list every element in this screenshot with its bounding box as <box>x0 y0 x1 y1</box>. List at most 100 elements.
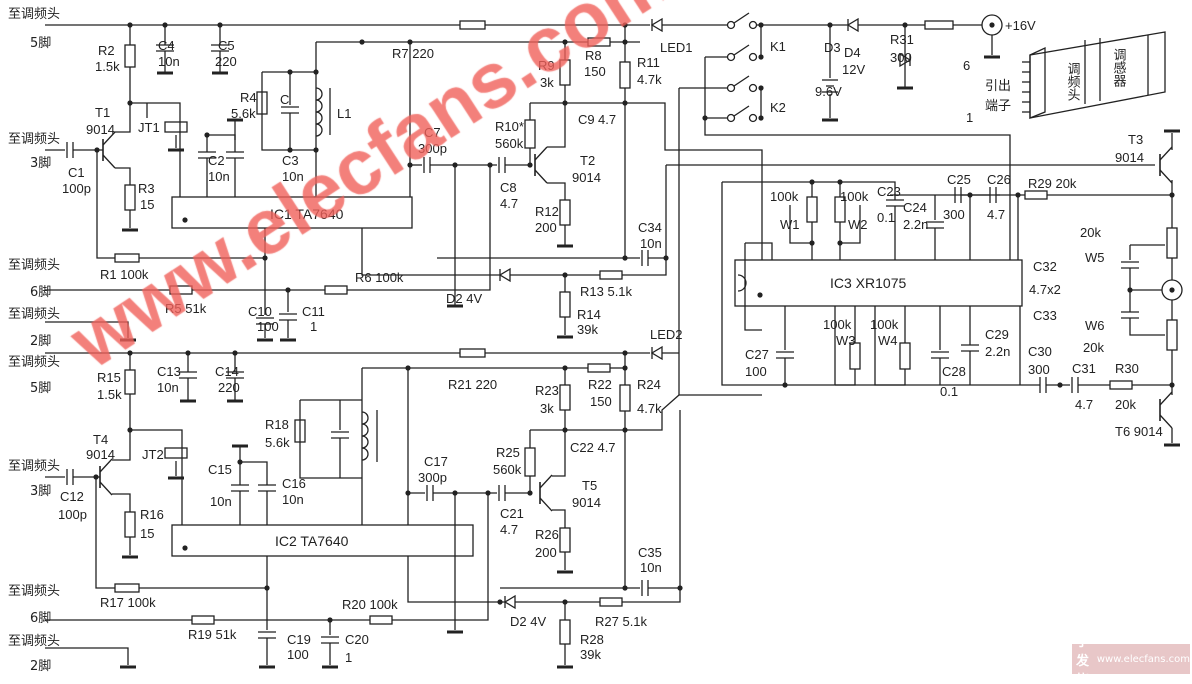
resistor <box>169 285 193 295</box>
label-r5: R5 51k <box>165 301 207 316</box>
label-r18v: 5.6k <box>265 435 290 450</box>
label-r30v: 20k <box>1115 397 1136 412</box>
label-c27v: 100 <box>745 364 767 379</box>
label-r28: R28 <box>580 632 604 647</box>
label-r7: R7 220 <box>392 46 434 61</box>
wire <box>733 12 750 24</box>
junction-dot <box>702 115 708 121</box>
label-r10v: 560k <box>495 136 524 151</box>
label-c32v: 4.7x2 <box>1029 282 1061 297</box>
label-c11: C11 <box>302 304 325 319</box>
inductor-icon <box>315 87 323 101</box>
tuner-module <box>1029 31 1166 119</box>
label-c2: C2 <box>208 153 225 168</box>
resistor <box>369 615 393 625</box>
label-t3: T3 <box>1128 132 1143 147</box>
label-r27: R27 5.1k <box>595 614 648 629</box>
wire <box>622 588 681 603</box>
label-c32: C32 <box>1033 259 1057 274</box>
wire <box>361 228 500 276</box>
resistor <box>524 119 536 149</box>
label-v16: +16V <box>1005 18 1036 33</box>
label-to5a2: 5脚 <box>30 35 51 51</box>
wire <box>261 72 316 151</box>
junction-dot <box>1169 287 1175 293</box>
label-c: C <box>280 92 289 107</box>
label-r19: R19 51k <box>188 627 237 642</box>
label-r4: R4 <box>240 90 257 105</box>
label-r6: R6 100k <box>355 270 404 285</box>
switch-icon <box>748 52 758 62</box>
resistor <box>459 20 486 30</box>
resistor <box>124 511 136 538</box>
junction-dot <box>757 292 763 298</box>
label-r2v: 1.5k <box>95 59 120 74</box>
label-to2b: 至调频头 <box>8 634 60 649</box>
label-t4: T4 <box>93 432 108 447</box>
label-c24v: 2.2n <box>903 217 928 232</box>
junction-dot <box>182 217 188 223</box>
label-r13: R13 5.1k <box>580 284 633 299</box>
junction-dot <box>182 545 188 551</box>
diode-icon <box>650 345 663 361</box>
label-c26v: 4.7 <box>987 207 1005 222</box>
resistor <box>587 363 611 373</box>
label-t2v: 9014 <box>572 170 601 185</box>
label-c31v: 4.7 <box>1075 397 1093 412</box>
label-r20: R20 100k <box>342 597 398 612</box>
label-c10: C10 <box>248 304 272 319</box>
junction-dot <box>562 427 568 433</box>
label-c2v: 10n <box>208 169 230 184</box>
label-to3a: 至调频头 <box>8 132 60 147</box>
label-c3v: 10n <box>282 169 304 184</box>
label-c4v: 10n <box>158 54 180 69</box>
junction-dot <box>237 459 243 465</box>
wire <box>835 369 856 386</box>
label-c29v: 2.2n <box>985 344 1010 359</box>
label-c14v: 220 <box>218 380 240 395</box>
label-c30v: 300 <box>1028 362 1050 377</box>
label-r9v: 3k <box>540 75 554 90</box>
label-w5: W5 <box>1085 250 1105 265</box>
wire <box>45 321 129 338</box>
wire <box>733 44 750 56</box>
label-c21v: 4.7 <box>500 522 518 537</box>
wire <box>534 169 548 184</box>
junction-dot <box>1057 382 1063 388</box>
label-r30: R30 <box>1115 361 1139 376</box>
resistor <box>559 291 571 318</box>
tuner-module-face <box>1029 46 1046 119</box>
label-d4: D4 <box>844 45 861 60</box>
junction-dot <box>313 147 319 153</box>
label-c23: C23 <box>877 184 901 199</box>
label-c5v: 220 <box>215 54 237 69</box>
label-t1: T1 <box>95 105 110 120</box>
label-r24: R24 <box>637 377 661 392</box>
junction-dot <box>313 69 319 75</box>
label-r11: R11 <box>637 55 660 70</box>
label-tuner: 调频头 <box>1065 62 1081 101</box>
resistor <box>114 253 140 263</box>
label-c28v: 0.1 <box>940 384 958 399</box>
wire <box>96 150 115 259</box>
label-r24v: 4.7k <box>637 401 662 416</box>
label-w2v: 100k <box>840 189 869 204</box>
wire <box>45 647 129 665</box>
label-r17: R17 100k <box>100 595 156 610</box>
junction-dot <box>758 115 764 121</box>
label-to5b: 至调频头 <box>8 355 60 370</box>
label-w6v: 20k <box>1083 340 1104 355</box>
wire <box>299 400 362 479</box>
junction-dot <box>407 162 413 168</box>
crystal-icon <box>164 447 188 459</box>
inductor-icon <box>315 123 323 137</box>
diode-icon <box>503 594 516 610</box>
label-c25: C25 <box>947 172 971 187</box>
label-w3: W3 <box>836 333 856 348</box>
label-c15: C15 <box>208 462 232 477</box>
label-pin1: 1 <box>966 110 973 125</box>
label-r4v: 5.6k <box>231 106 256 121</box>
junction-dot <box>1127 287 1133 293</box>
